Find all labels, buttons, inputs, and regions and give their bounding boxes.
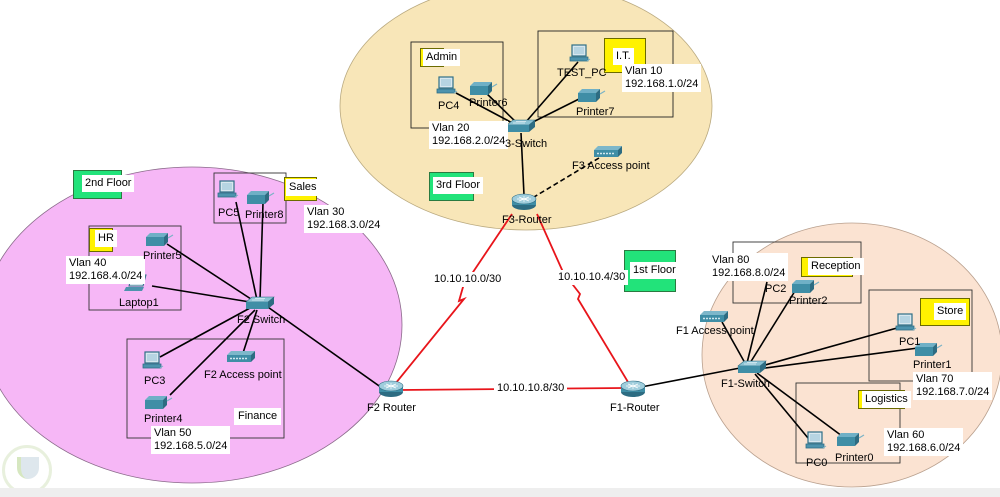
label-printer5: Printer5	[143, 250, 182, 262]
label-switch2: F2 Switch	[237, 314, 286, 326]
label-printer1: Printer1	[913, 359, 952, 371]
dept-tag-it-label: I.T.	[613, 48, 634, 65]
bottom-bar	[0, 488, 1000, 497]
vlan-finance-subnet: 192.168.5.0/24	[154, 440, 228, 452]
wan-link-f3-f2[interactable]	[390, 213, 513, 390]
dept-tag-hr-label: HR	[95, 230, 117, 247]
label-router2: F2 Router	[367, 402, 416, 414]
label-printer8: Printer8	[245, 209, 284, 221]
label-pc5: PC5	[218, 207, 240, 219]
label-switch1: F1-Switch	[721, 378, 770, 390]
vlan-it-id: Vlan 10	[625, 65, 663, 77]
label-printer4: Printer4	[144, 413, 183, 425]
vlan-note-logistics: Vlan 60 192.168.6.0/24	[884, 428, 964, 456]
wan-label-f3-f1: 10.10.10.4/30	[555, 270, 629, 285]
label-printer2: Printer2	[789, 295, 828, 307]
floor-tag-1st-label: 1st Floor	[630, 262, 679, 279]
router3-icon[interactable]	[511, 193, 537, 211]
vlan-note-store: Vlan 70 192.168.7.0/24	[913, 372, 993, 400]
zone-1st-floor	[701, 222, 1000, 488]
floor-tag-1st: 1st Floor	[624, 250, 679, 292]
ap2-icon[interactable]	[226, 350, 256, 363]
vlan-it-subnet: 192.168.1.0/24	[625, 78, 699, 90]
label-router3: F3-Router	[502, 214, 552, 226]
dept-tag-finance: Finance	[234, 408, 282, 425]
switch1-icon[interactable]	[737, 360, 767, 374]
label-ap2: F2 Access point	[204, 369, 282, 381]
wan-link-f3-f1[interactable]	[536, 213, 632, 388]
lan-links-floor3	[455, 61, 584, 196]
vlan-note-hr: Vlan 40 192.168.4.0/24	[66, 256, 146, 284]
router2-icon[interactable]	[378, 380, 404, 398]
dept-tag-reception: Reception	[801, 257, 864, 277]
vlan-finance-id: Vlan 50	[154, 427, 192, 439]
vlan-sales-subnet: 192.168.3.0/24	[307, 219, 381, 231]
vlan-note-reception: Vlan 80 192.168.8.0/24	[709, 253, 789, 281]
wan-label-f3-f2: 10.10.10.0/30	[431, 272, 505, 287]
label-laptop1: Laptop1	[119, 297, 159, 309]
floor-tag-3rd-label: 3rd Floor	[433, 177, 484, 194]
vlan-note-sales: Vlan 30 192.168.3.0/24	[304, 205, 384, 233]
vlan-store-subnet: 192.168.7.0/24	[916, 386, 990, 398]
vlan-admin-subnet: 192.168.2.0/24	[432, 135, 506, 147]
dept-tag-reception-label: Reception	[808, 258, 864, 275]
label-switch3: 3-Switch	[505, 138, 548, 150]
lan-link-f3-ap	[528, 157, 600, 201]
dept-tag-store: Store	[920, 298, 970, 326]
label-pc3: PC3	[144, 375, 166, 387]
label-printer6: Printer6	[469, 97, 508, 109]
dept-tag-logistics: Logistics	[858, 390, 911, 409]
label-printer7: Printer7	[576, 106, 615, 118]
ap3-icon[interactable]	[593, 145, 623, 158]
label-printer0: Printer0	[835, 452, 874, 464]
dept-tag-sales-label: Sales	[286, 179, 320, 196]
dept-tag-sales: Sales	[284, 177, 320, 201]
vlan-note-it: Vlan 10 192.168.1.0/24	[622, 64, 702, 92]
switch3-icon[interactable]	[506, 119, 536, 133]
floor-tag-2nd-label: 2nd Floor	[82, 175, 135, 192]
vlan-hr-id: Vlan 40	[69, 257, 107, 269]
vlan-note-finance: Vlan 50 192.168.5.0/24	[151, 426, 231, 454]
label-ap3: F3 Access point	[572, 160, 650, 172]
vlan-logistics-id: Vlan 60	[887, 429, 925, 441]
vlan-reception-id: Vlan 80	[712, 254, 750, 266]
lan-links-floor1	[635, 281, 919, 439]
label-router1: F1-Router	[610, 402, 660, 414]
label-ap1: F1 Access point	[676, 325, 754, 337]
dept-tag-admin-label: Admin	[423, 49, 461, 66]
switch2-icon[interactable]	[245, 296, 275, 310]
floor-tag-2nd: 2nd Floor	[73, 170, 135, 199]
label-pc0: PC0	[806, 457, 828, 469]
label-pc1: PC1	[899, 336, 921, 348]
wan-label-f2-f1: 10.10.10.8/30	[494, 381, 568, 396]
vlan-reception-subnet: 192.168.8.0/24	[712, 267, 786, 279]
vlan-admin-id: Vlan 20	[432, 122, 470, 134]
dept-tag-store-label: Store	[934, 303, 967, 320]
label-test-pc: TEST_PC	[557, 67, 607, 79]
label-pc4: PC4	[438, 100, 460, 112]
vlan-hr-subnet: 192.168.4.0/24	[69, 270, 143, 282]
router1-icon[interactable]	[620, 380, 646, 398]
vlan-note-admin: Vlan 20 192.168.2.0/24	[429, 121, 509, 149]
dept-tag-hr: HR	[89, 228, 117, 252]
dept-tag-admin: Admin	[420, 48, 461, 67]
vlan-sales-id: Vlan 30	[307, 206, 345, 218]
dept-tag-logistics-label: Logistics	[862, 391, 911, 408]
vlan-store-id: Vlan 70	[916, 373, 954, 385]
ap1-icon[interactable]	[699, 310, 729, 323]
floor-tag-3rd: 3rd Floor	[429, 172, 484, 201]
label-pc2: PC2	[765, 283, 787, 295]
vlan-logistics-subnet: 192.168.6.0/24	[887, 442, 961, 454]
lan-links-floor2	[151, 201, 383, 396]
